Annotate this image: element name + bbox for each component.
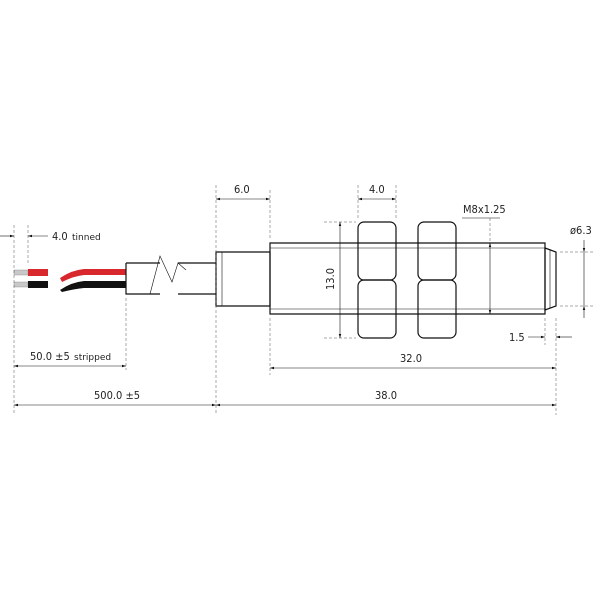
label-stripped-value: 50.0 ±5 xyxy=(30,350,70,363)
label-tip-length: 1.5 xyxy=(509,331,525,344)
wire-red xyxy=(60,269,126,282)
cable-break xyxy=(149,255,187,295)
wire-black-tinned xyxy=(13,281,29,288)
label-tip-diameter: ø6.3 xyxy=(570,224,592,237)
collar xyxy=(215,251,271,307)
label-collar-length: 6.0 xyxy=(234,183,250,196)
label-tinned-value: 4.0 xyxy=(52,230,68,243)
sensor-tip xyxy=(544,247,557,311)
label-tinned-note: tinned xyxy=(72,233,101,243)
sensor-body xyxy=(215,221,557,339)
wire-red-tinned xyxy=(13,269,29,276)
label-thread-spec: M8x1.25 xyxy=(463,203,506,216)
nut-right xyxy=(417,221,457,339)
wire-red-end xyxy=(28,269,48,276)
nut-left xyxy=(357,221,397,339)
extension-lines xyxy=(13,185,595,415)
cable-jacket-right xyxy=(178,262,216,295)
label-total-length: 38.0 xyxy=(375,389,397,402)
dimension-lines xyxy=(0,197,586,407)
label-nut-height: 13.0 xyxy=(324,268,337,290)
wire-black xyxy=(60,281,126,292)
label-thread-length: 32.0 xyxy=(400,352,422,365)
cable-jacket xyxy=(125,262,160,295)
threaded-body xyxy=(269,242,546,315)
dimension-labels: 4.0 tinned 50.0 ±5 stripped 500.0 ±5 38.… xyxy=(30,183,592,402)
label-cable-length: 500.0 ±5 xyxy=(94,389,140,402)
wire-group xyxy=(13,255,216,295)
wire-mid-gap xyxy=(58,277,126,286)
wire-black-end xyxy=(28,281,48,288)
label-stripped-note: stripped xyxy=(74,353,111,363)
label-nut-width: 4.0 xyxy=(369,183,385,196)
